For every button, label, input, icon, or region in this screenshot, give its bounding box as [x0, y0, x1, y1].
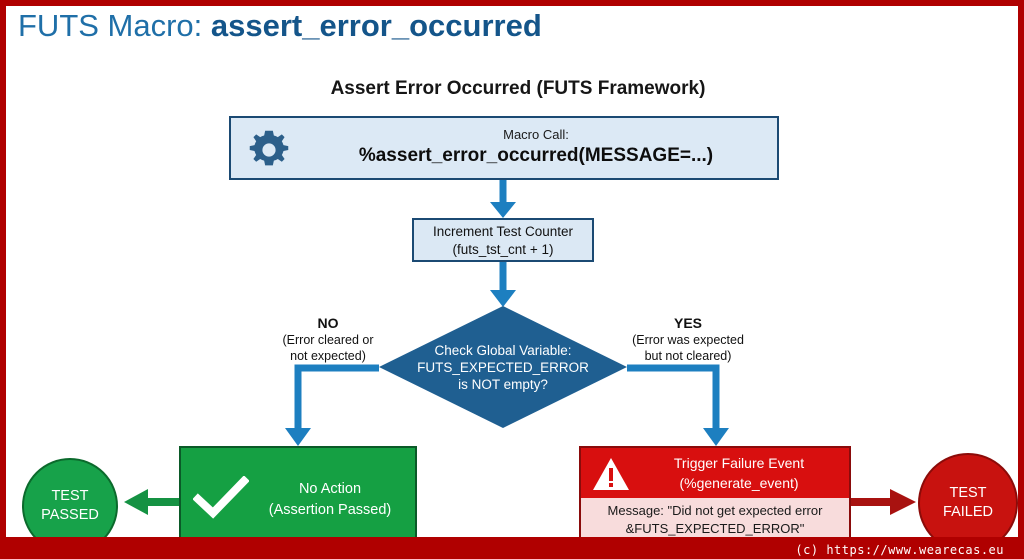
branch-yes-head: YES	[673, 315, 702, 331]
branch-no-sub-1: (Error cleared or	[282, 333, 374, 347]
trigger-failure-node: Trigger Failure Event (%generate_event) …	[579, 446, 851, 543]
branch-label-no: NO (Error cleared or not expected)	[238, 314, 418, 364]
footer-watermark: (c) https://www.wearecas.eu	[795, 543, 1004, 557]
decision-node: Check Global Variable: FUTS_EXPECTED_ERR…	[379, 306, 627, 428]
connector-macro-to-increment	[490, 180, 516, 218]
terminal-failed-text: TEST FAILED	[943, 484, 993, 522]
branch-no-head: NO	[317, 315, 339, 331]
terminal-passed-line-2: PASSED	[41, 507, 99, 523]
fail-body-line-2: &FUTS_EXPECTED_ERROR"	[625, 521, 805, 536]
increment-counter-node: Increment Test Counter (futs_tst_cnt + 1…	[412, 218, 594, 262]
branch-label-yes: YES (Error was expected but not cleared)	[598, 314, 778, 364]
no-action-node: No Action (Assertion Passed)	[179, 446, 417, 543]
trigger-failure-header: Trigger Failure Event (%generate_event)	[581, 448, 849, 498]
macro-call-node: Macro Call: %assert_error_occurred(MESSA…	[229, 116, 779, 180]
macro-call-text: Macro Call: %assert_error_occurred(MESSA…	[301, 126, 771, 168]
terminal-failed-line-2: FAILED	[943, 504, 993, 520]
decision-line-1: Check Global Variable:	[434, 343, 572, 358]
decision-line-3: is NOT empty?	[458, 377, 548, 392]
connector-fail-to-terminal	[851, 489, 916, 515]
connector-increment-to-decision	[490, 262, 516, 307]
diagram-title: Assert Error Occurred (FUTS Framework)	[330, 78, 706, 99]
connector-no-branch	[285, 364, 379, 446]
fail-body-line-1: Message: "Did not get expected error	[607, 503, 823, 518]
check-icon	[193, 476, 249, 519]
fail-head-line-2: (%generate_event)	[679, 475, 799, 491]
branch-yes-sub-2: but not cleared)	[644, 349, 732, 363]
trigger-failure-message: Message: "Did not get expected error &FU…	[585, 502, 845, 538]
branch-no-sub-2: not expected)	[290, 349, 366, 363]
footer-band	[6, 537, 1018, 559]
branch-yes-sub-1: (Error was expected	[632, 333, 744, 347]
terminal-failed-line-1: TEST	[949, 485, 987, 501]
page-title-regular: FUTS Macro:	[18, 8, 211, 43]
page-title-bold: assert_error_occurred	[210, 8, 542, 43]
terminal-test-failed: TEST FAILED	[918, 453, 1018, 553]
macro-call-label: Macro Call:	[503, 127, 569, 142]
trigger-failure-header-text: Trigger Failure Event (%generate_event)	[633, 453, 845, 493]
no-action-line-2: (Assertion Passed)	[268, 502, 392, 518]
connector-pass-to-terminal	[124, 489, 179, 515]
no-action-text: No Action (Assertion Passed)	[247, 479, 413, 521]
page-title: FUTS Macro: assert_error_occurred	[18, 8, 542, 44]
decision-text: Check Global Variable: FUTS_EXPECTED_ERR…	[379, 342, 627, 393]
connector-yes-branch	[627, 364, 729, 446]
decision-line-2: FUTS_EXPECTED_ERROR	[417, 360, 589, 375]
terminal-passed-text: TEST PASSED	[41, 487, 99, 525]
gear-icon	[249, 130, 289, 166]
terminal-passed-line-1: TEST	[51, 488, 89, 504]
warning-triangle-icon	[593, 458, 629, 490]
increment-line-2: (futs_tst_cnt + 1)	[452, 242, 554, 257]
no-action-line-1: No Action	[298, 481, 362, 497]
increment-line-1: Increment Test Counter	[432, 224, 574, 239]
macro-call-signature: %assert_error_occurred(MESSAGE=...)	[358, 145, 714, 166]
fail-head-line-1: Trigger Failure Event	[673, 455, 805, 471]
